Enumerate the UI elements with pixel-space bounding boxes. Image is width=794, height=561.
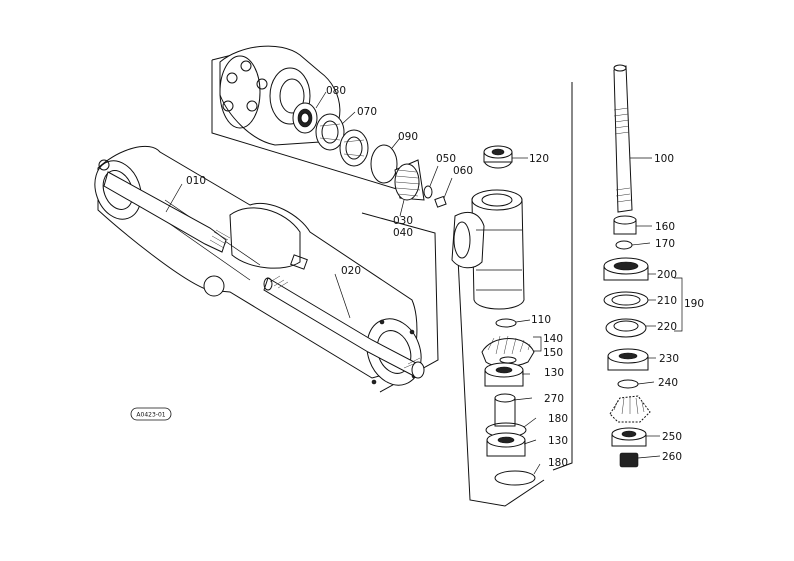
snap-ring-180-lower xyxy=(494,463,541,486)
bearing-130-lower xyxy=(486,432,537,457)
label-190: 190 xyxy=(684,298,704,310)
label-180-lower: 180 xyxy=(548,457,568,469)
label-130-lower: 130 xyxy=(548,435,568,447)
reference-code-badge: A0423-01 xyxy=(130,407,172,421)
nut-260 xyxy=(619,452,661,468)
ring-170 xyxy=(615,240,651,250)
label-090: 090 xyxy=(398,131,418,143)
bevel-gear-030 xyxy=(394,159,425,217)
label-160: 160 xyxy=(655,221,675,233)
shim-110 xyxy=(495,318,531,328)
bevel-gear-140 xyxy=(481,335,535,367)
washer-050 xyxy=(423,165,439,199)
label-040: 040 xyxy=(393,227,413,239)
assembly-bracket-lines xyxy=(211,54,683,507)
bearing-120 xyxy=(483,145,528,169)
bevel-pinion-gear xyxy=(609,395,651,423)
label-140: 140 xyxy=(543,333,563,345)
bearing-250 xyxy=(611,427,660,447)
label-260: 260 xyxy=(662,451,682,463)
label-270: 270 xyxy=(544,393,564,405)
label-080: 080 xyxy=(326,85,346,97)
label-070: 070 xyxy=(357,106,377,118)
label-150: 150 xyxy=(543,347,563,359)
label-130-upper: 130 xyxy=(544,367,564,379)
sleeve-270 xyxy=(494,393,533,427)
label-120: 120 xyxy=(529,153,549,165)
label-210: 210 xyxy=(657,295,677,307)
seal-210 xyxy=(603,291,656,309)
label-030: 030 xyxy=(393,215,413,227)
label-180-upper: 180 xyxy=(548,413,568,425)
label-100: 100 xyxy=(654,153,674,165)
bearing-080 xyxy=(292,91,327,134)
label-200: 200 xyxy=(657,269,677,281)
label-010: 010 xyxy=(186,175,206,187)
label-220: 220 xyxy=(657,321,677,333)
label-250: 250 xyxy=(662,431,682,443)
label-240: 240 xyxy=(658,377,678,389)
bearing-070 xyxy=(315,111,369,167)
label-170: 170 xyxy=(655,238,675,250)
label-020: 020 xyxy=(341,265,361,277)
bevel-gear-case xyxy=(451,189,525,310)
bearing-230 xyxy=(607,348,656,371)
vertical-shaft-100 xyxy=(613,64,652,213)
label-060: 060 xyxy=(453,165,473,177)
label-110: 110 xyxy=(531,314,551,326)
seal-220 xyxy=(605,318,656,338)
label-050: 050 xyxy=(436,153,456,165)
bolt-060 xyxy=(434,177,453,208)
part-number-labels: 010 020 030 040 050 060 070 080 090 100 … xyxy=(186,85,704,469)
collar-160 xyxy=(613,215,652,235)
snap-ring-090 xyxy=(370,137,401,184)
axle-housing xyxy=(94,145,425,386)
label-230: 230 xyxy=(659,353,679,365)
seal-200 xyxy=(603,257,656,281)
bearing-130-upper xyxy=(484,362,530,387)
reference-code: A0423-01 xyxy=(136,412,165,419)
shim-240 xyxy=(617,379,655,389)
